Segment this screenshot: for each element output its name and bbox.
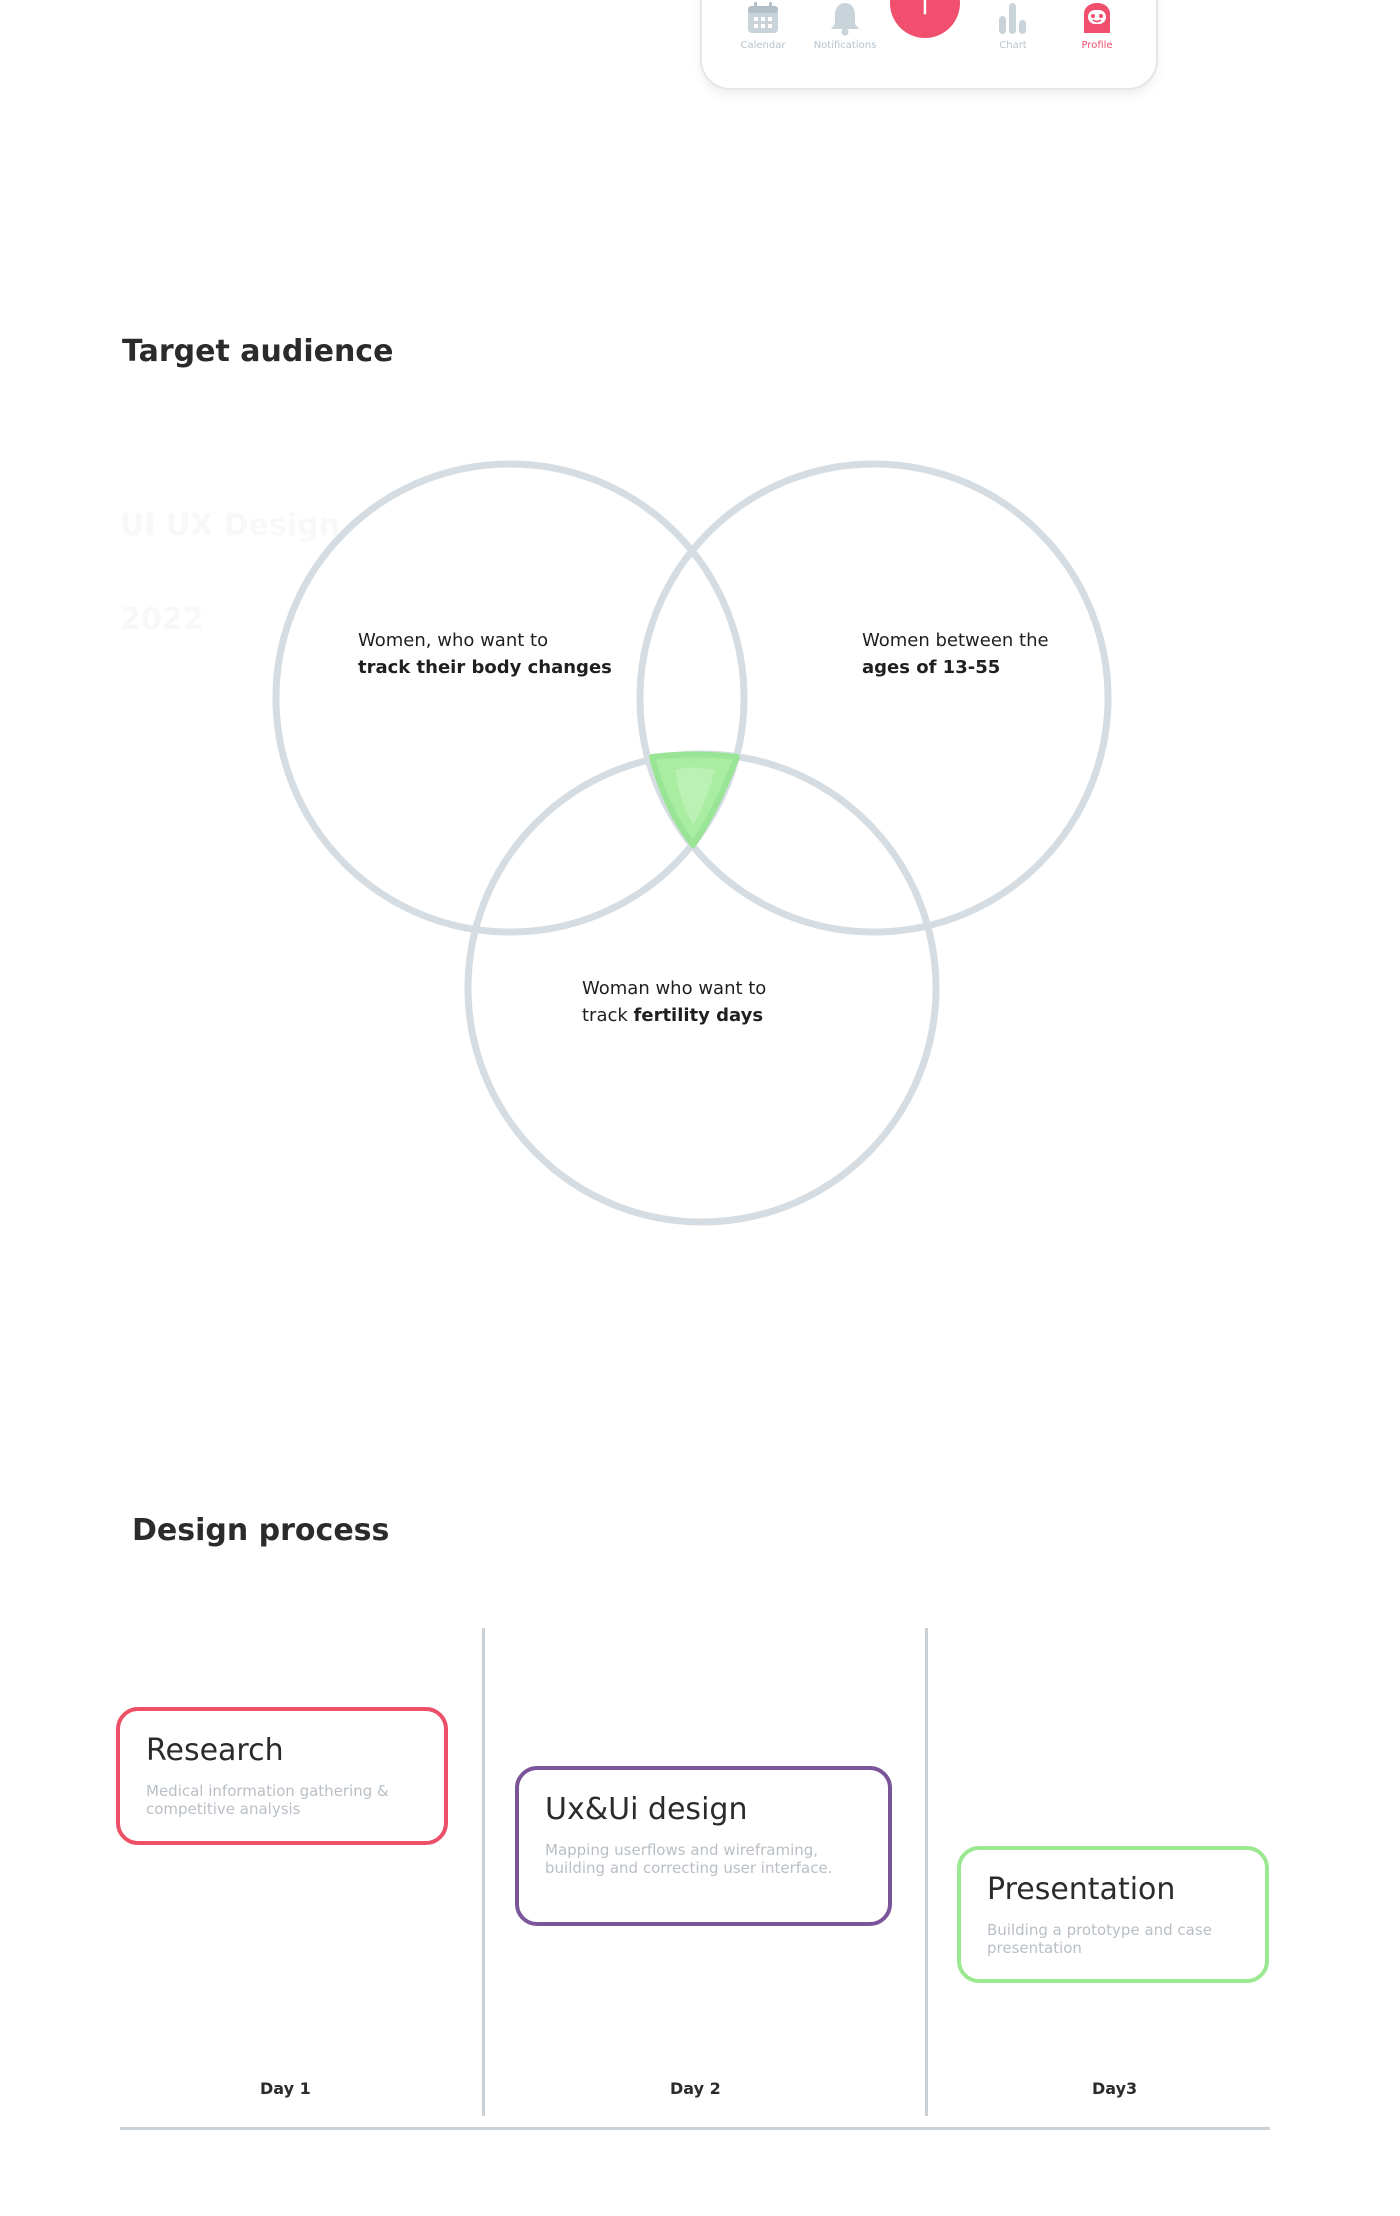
stage-title-research: Research bbox=[146, 1733, 284, 1768]
stage-card-presentation: Presentation Building a prototype and ca… bbox=[957, 1846, 1269, 1983]
venn-label-age: Women between the ages of 13-55 bbox=[862, 627, 1049, 681]
day-label-3: Day3 bbox=[1092, 2079, 1138, 2098]
venn-label-age-bold: ages of 13-55 bbox=[862, 657, 1001, 678]
venn-label-fertility-prefix: track bbox=[582, 1005, 634, 1026]
timeline-divider-2 bbox=[925, 1628, 928, 2116]
calendar-icon bbox=[748, 2, 778, 33]
day-label-2: Day 2 bbox=[670, 2079, 721, 2098]
design-process-title: Design process bbox=[132, 1513, 390, 1548]
bar-chart-icon bbox=[999, 3, 1026, 34]
profile-icon bbox=[1084, 3, 1110, 33]
tab-calendar[interactable]: Calendar bbox=[718, 0, 808, 51]
timeline-divider-1 bbox=[482, 1628, 485, 2116]
venn-intersection-highlight bbox=[675, 767, 715, 825]
tab-notifications-label: Notifications bbox=[813, 40, 877, 51]
tab-chart[interactable]: Chart bbox=[968, 0, 1058, 51]
stage-desc-research: Medical information gathering & competit… bbox=[146, 1782, 389, 1818]
tab-notifications[interactable]: Notifications bbox=[800, 0, 890, 51]
venn-label-fertility-line1: Woman who want to bbox=[582, 978, 767, 999]
ghost-text-year: 2022 bbox=[120, 602, 204, 637]
tab-chart-label: Chart bbox=[999, 40, 1027, 51]
bell-icon bbox=[831, 3, 859, 36]
venn-diagram bbox=[272, 460, 1112, 1226]
stage-card-research: Research Medical information gathering &… bbox=[116, 1707, 448, 1845]
tab-calendar-label: Calendar bbox=[740, 40, 786, 51]
stage-title-uxui-design: Ux&Ui design bbox=[545, 1792, 748, 1827]
venn-circle-age bbox=[636, 460, 1112, 936]
stage-card-uxui-design: Ux&Ui design Mapping userflows and wiref… bbox=[515, 1766, 892, 1926]
bottom-tab-bar: Calendar Notifications + Chart Profile bbox=[700, 0, 1158, 90]
venn-label-fertility: Woman who want to track fertility days bbox=[582, 975, 766, 1029]
timeline-axis bbox=[120, 2127, 1270, 2130]
stage-title-presentation: Presentation bbox=[987, 1872, 1176, 1907]
day-label-1: Day 1 bbox=[260, 2079, 311, 2098]
venn-circle-body-changes bbox=[272, 460, 748, 936]
target-audience-title: Target audience bbox=[122, 334, 394, 369]
stage-desc-presentation: Building a prototype and case presentati… bbox=[987, 1921, 1212, 1957]
venn-label-body-changes-line1: Women, who want to bbox=[358, 630, 549, 651]
ghost-text-design: UI UX Design bbox=[120, 508, 341, 543]
tab-profile[interactable]: Profile bbox=[1052, 0, 1142, 51]
tab-profile-label: Profile bbox=[1081, 40, 1113, 51]
venn-label-body-changes: Women, who want to track their body chan… bbox=[358, 627, 612, 681]
venn-label-body-changes-bold: track their body changes bbox=[358, 657, 612, 678]
venn-label-fertility-bold: fertility days bbox=[633, 1005, 764, 1026]
stage-desc-uxui-design: Mapping userflows and wireframing, build… bbox=[545, 1841, 833, 1877]
venn-label-age-line1: Women between the bbox=[862, 630, 1049, 651]
